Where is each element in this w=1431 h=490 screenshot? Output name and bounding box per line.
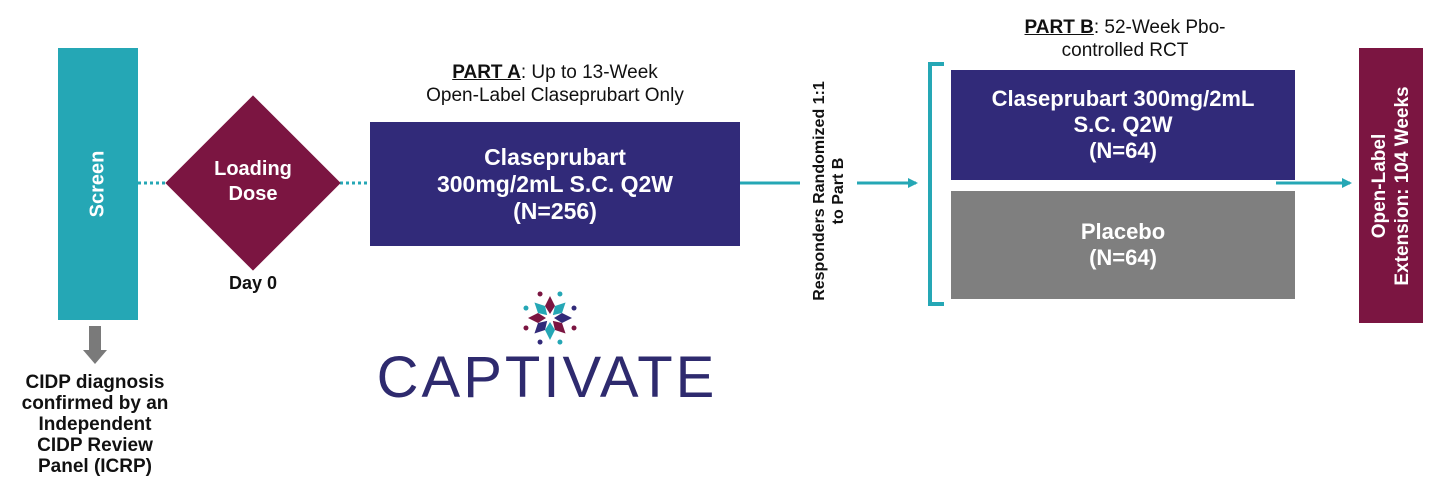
part-b-header: PART B: 52-Week Pbo- controlled RCT	[975, 16, 1275, 62]
diagnosis-note: CIDP diagnosis confirmed by an Independe…	[0, 372, 190, 477]
logo-dot	[537, 339, 543, 345]
logo-dot	[571, 325, 577, 331]
randomization-label: Responders Randomized 1:1 to Part B	[800, 60, 857, 322]
part-b-placebo-box: Placebo (N=64)	[951, 191, 1295, 299]
part-a-line1: Claseprubart	[484, 143, 626, 170]
part-b-arm1-line2: S.C. Q2W	[1073, 112, 1173, 137]
logo-dot	[571, 305, 577, 311]
extension-line1: Open-Label	[1369, 133, 1390, 238]
loading-dose-line1: Loading	[214, 158, 292, 180]
diagnosis-line: CIDP Review	[37, 435, 153, 456]
part-b-arm1-line1: Claseprubart 300mg/2mL	[991, 86, 1255, 111]
logo-mark-icon	[523, 291, 577, 345]
logo-dot	[537, 291, 543, 297]
extension-line2: Extension: 104 Weeks	[1392, 85, 1413, 286]
logo-dot	[523, 305, 529, 311]
part-b-header-bold: PART B	[1024, 17, 1094, 38]
captivate-logo-text: CAPTIVATE	[376, 345, 718, 410]
down-arrow-icon	[83, 326, 107, 364]
logo-petal	[545, 322, 555, 340]
part-b-claseprubart-box: Claseprubart 300mg/2mL S.C. Q2W (N=64)	[951, 70, 1295, 180]
loading-dose-label: Loading Dose	[193, 157, 313, 207]
part-a-header-line2: Open-Label Claseprubart Only	[426, 85, 684, 106]
part-a-line3: (N=256)	[513, 197, 597, 224]
logo-petal	[528, 313, 546, 323]
part-b-header-rest: : 52-Week Pbo-	[1093, 17, 1226, 38]
part-b-arm2-line1: Placebo	[1080, 219, 1166, 244]
part-b-arm2-line2: (N=64)	[1089, 245, 1157, 270]
logo-dot	[557, 339, 563, 345]
part-b-bracket	[928, 62, 944, 306]
part-b-header-line2: controlled RCT	[1061, 40, 1189, 61]
part-a-header-bold: PART A	[452, 62, 521, 83]
loading-dose-line2: Dose	[228, 183, 278, 205]
logo-dot	[523, 325, 529, 331]
screen-label: Screen	[86, 150, 109, 218]
randomization-line1: Responders Randomized 1:1	[810, 81, 828, 301]
diagnosis-line: CIDP diagnosis	[25, 372, 165, 393]
part-a-line2: 300mg/2mL S.C. Q2W	[436, 170, 674, 197]
part-a-header: PART A: Up to 13-Week Open-Label Clasepr…	[380, 61, 730, 107]
logo-dot	[557, 291, 563, 297]
randomization-line2: to Part B	[829, 157, 847, 225]
logo-petal	[545, 296, 555, 314]
diagnosis-line: confirmed by an	[21, 393, 169, 414]
part-a-box: Claseprubart 300mg/2mL S.C. Q2W (N=256)	[370, 122, 740, 246]
diagnosis-line: Independent	[38, 414, 152, 435]
day-label: Day 0	[228, 273, 278, 293]
diagnosis-line: Panel (ICRP)	[37, 456, 153, 477]
screen-box: Screen	[58, 48, 138, 320]
part-a-header-rest: : Up to 13-Week	[520, 62, 658, 83]
extension-box: Open-Label Extension: 104 Weeks	[1359, 48, 1423, 323]
logo-petal	[554, 313, 572, 323]
part-b-arm1-line3: (N=64)	[1089, 138, 1157, 163]
